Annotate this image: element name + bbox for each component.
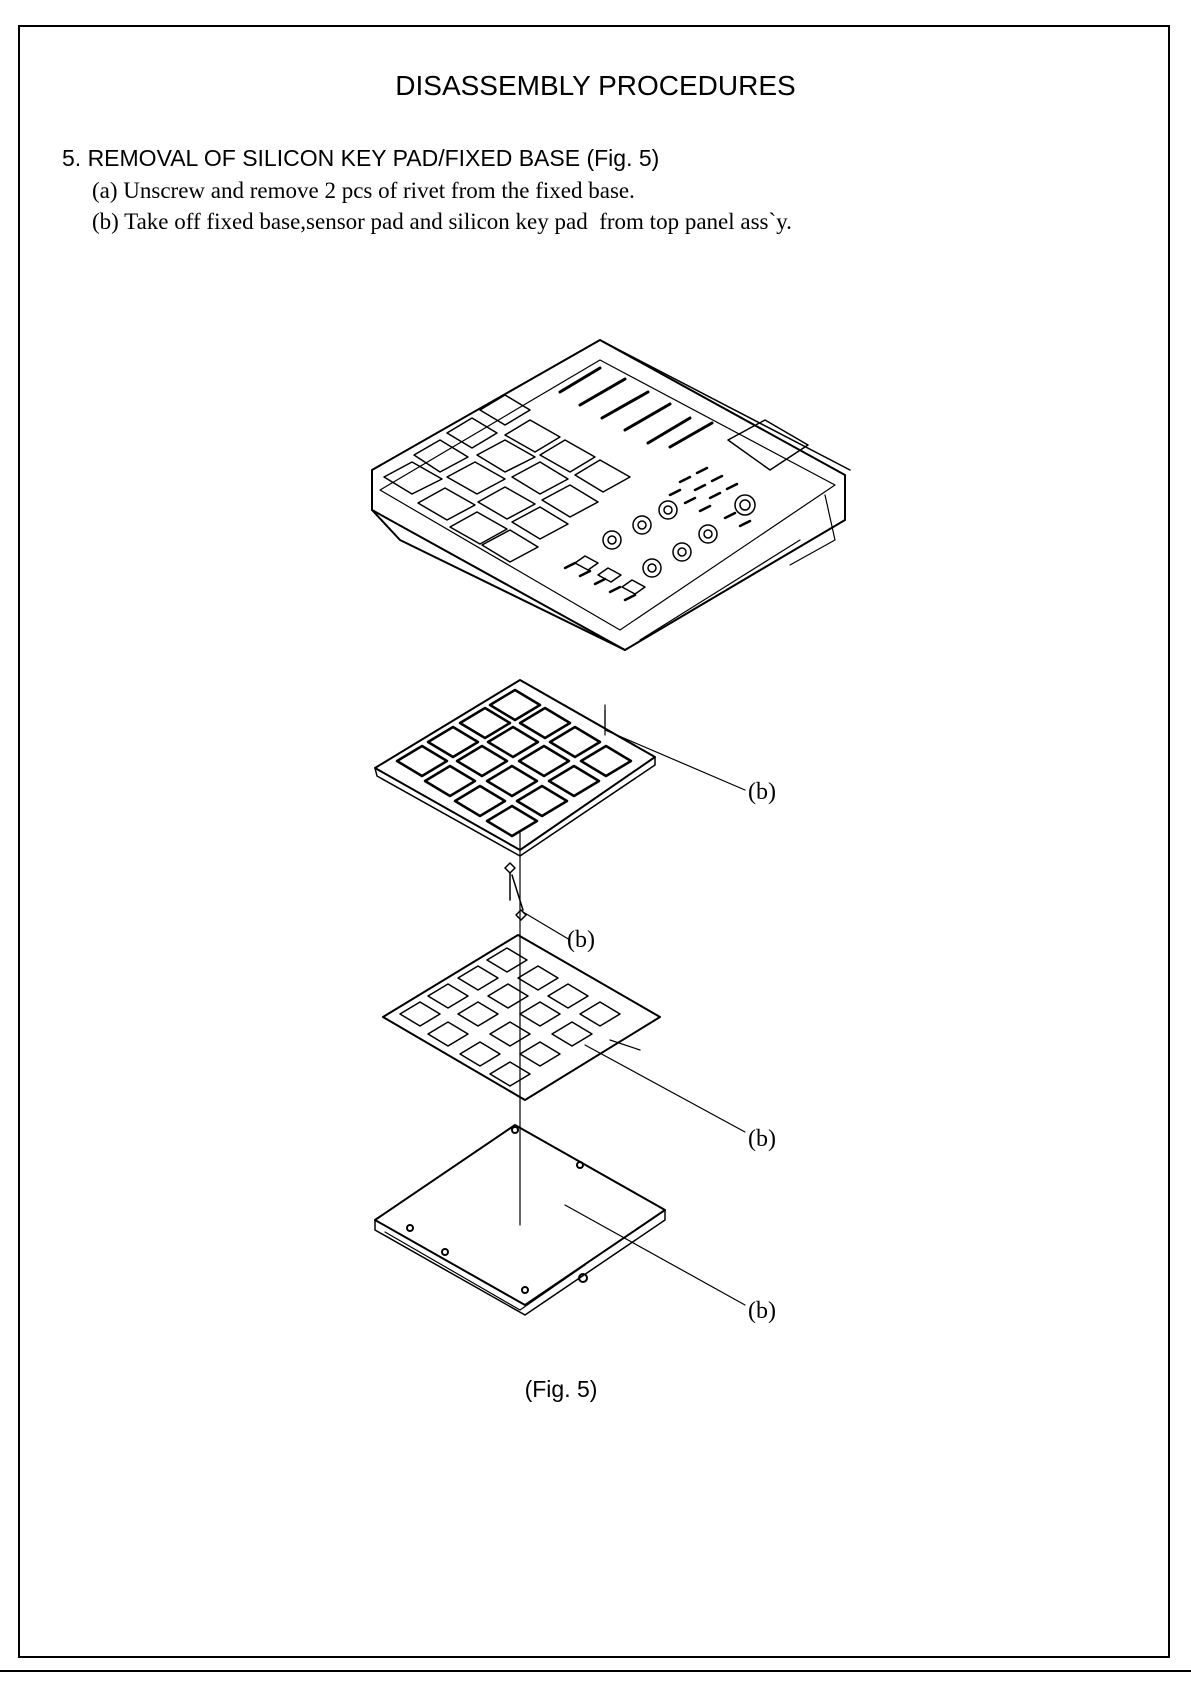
silicon-key-pad (375, 680, 655, 856)
top-panel-assembly (372, 340, 850, 650)
callout-label-fixed-base: (b) (748, 1298, 776, 1324)
figure-caption: (Fig. 5) (0, 1376, 1122, 1403)
callout-label-sensor-pad: (b) (748, 1126, 776, 1152)
bottom-edge-line (0, 1670, 1191, 1672)
callout-label-rivet: (b) (567, 927, 595, 953)
sensor-pad (383, 935, 660, 1100)
callout-label-key-pad: (b) (748, 779, 776, 805)
